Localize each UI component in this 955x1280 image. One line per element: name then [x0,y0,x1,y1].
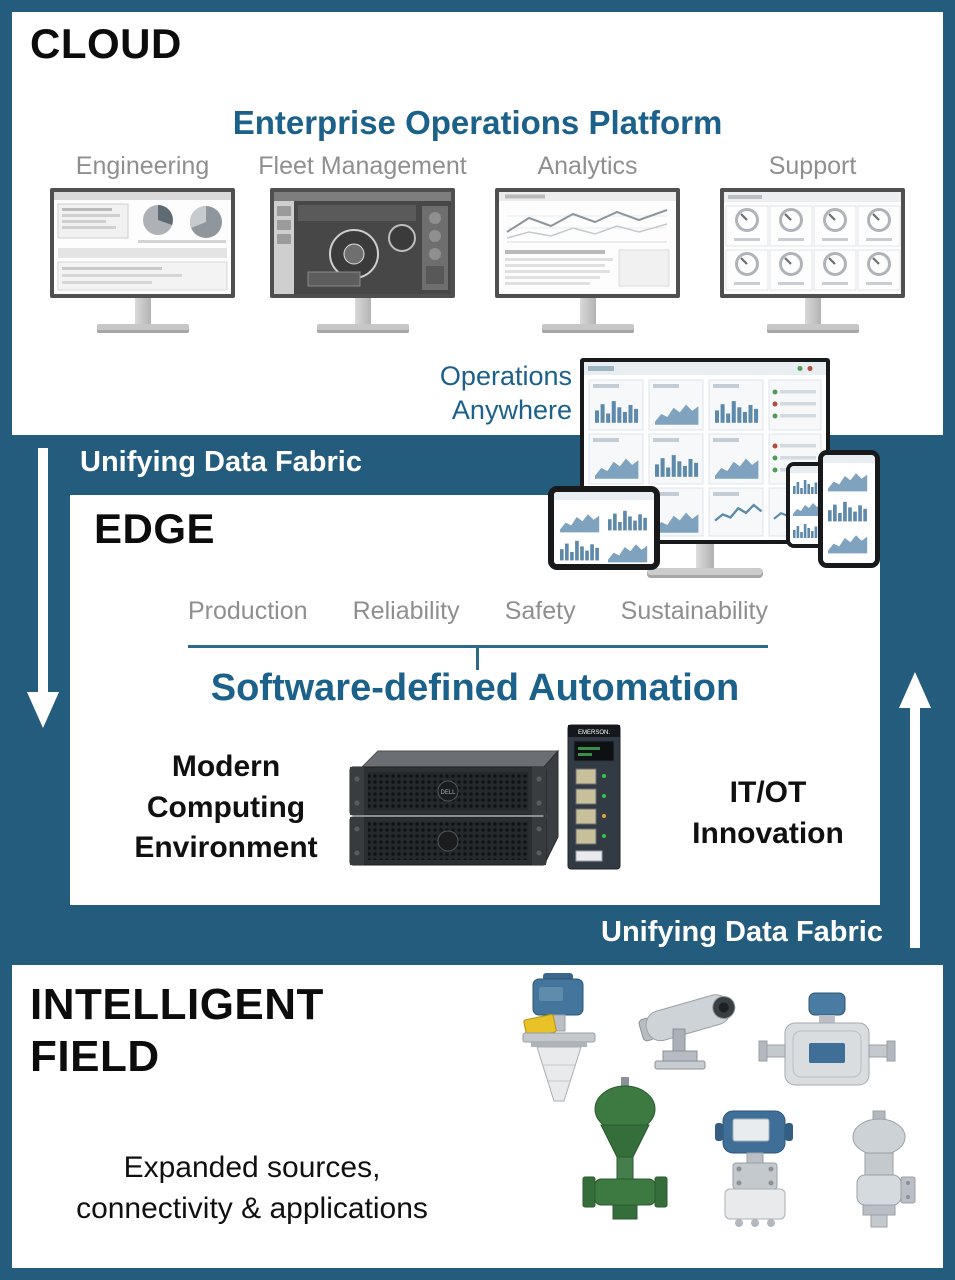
support-dashboard-graphic [720,188,905,298]
monitor-stand [579,298,596,324]
category-sustainability: Sustainability [620,597,768,625]
category-safety: Safety [504,597,576,625]
modern-computing-environment-label: Modern Computing Environment [134,750,318,864]
coriolis-flow-meter-graphic [758,992,896,1086]
ops-monitor-stand [696,544,714,568]
monitor-base [541,324,634,333]
flame-detector-graphic [638,994,736,1070]
fleet-dashboard-graphic [270,188,455,298]
operations-anywhere-devices [540,350,890,582]
server-brand-text: DELL [440,790,456,796]
cloud-section: CLOUD Enterprise Operations Platform Eng… [12,12,943,435]
ops-monitor-base [647,568,763,578]
field-caption: Expanded sources, connectivity & applica… [76,1151,428,1225]
edge-categories: Production Reliability Safety Sustainabi… [188,597,768,626]
categories-center-tick [476,645,479,670]
edge-label: EDGE [94,505,216,552]
category-production: Production [188,597,308,625]
tablet-landscape [548,486,660,570]
pressure-transmitter-graphic [715,1110,793,1227]
intelligent-field-section: INTELLIGENT FIELD Expanded sources, conn… [12,965,943,1268]
angle-valve-graphic [852,1110,916,1228]
monitor-base [96,324,189,333]
software-defined-automation-title: Software-defined Automation [210,667,740,709]
unifying-data-fabric-top-label: Unifying Data Fabric [80,446,362,478]
monitor-stand [354,298,371,324]
monitor-stand [134,298,151,324]
tablet-portrait [818,450,880,568]
monitor-label-fleet-management: Fleet Management [258,152,467,180]
analytics-dashboard-graphic [495,188,680,298]
engineering-monitor: Engineering [50,152,235,333]
monitor-base [766,324,859,333]
monitor-stand [804,298,821,324]
analytics-monitor: Analytics [495,152,680,333]
monitor-label-support: Support [768,152,857,180]
edge-controller-graphic: EMERSON. [564,721,624,878]
it-ot-innovation-label: IT/OT Innovation [692,776,844,850]
down-arrow-icon [27,448,59,728]
category-reliability: Reliability [352,597,460,625]
radar-level-transmitter-graphic [522,973,596,1102]
control-valve-graphic [582,1077,668,1220]
intelligent-field-label: INTELLIGENT FIELD [30,980,324,1081]
fleet-management-monitor: Fleet Management [258,152,467,333]
enterprise-operations-platform-title: Enterprise Operations Platform [232,104,723,141]
monitor-label-analytics: Analytics [537,152,638,180]
monitor-label-engineering: Engineering [75,152,210,180]
monitor-base [316,324,409,333]
unifying-data-fabric-bottom-label: Unifying Data Fabric [601,916,883,948]
field-devices-graphic [467,965,943,1270]
edge-section: EDGE Production Reliability Safety Susta… [70,495,880,905]
controller-brand-text: EMERSON. [578,730,610,736]
support-monitor: Support [720,152,905,333]
up-arrow-icon [899,672,931,948]
operations-anywhere-label: Operations Anywhere [439,361,572,425]
engineering-dashboard-graphic [50,188,235,298]
cloud-label: CLOUD [30,20,182,67]
server-rack-graphic: DELL [342,743,560,878]
